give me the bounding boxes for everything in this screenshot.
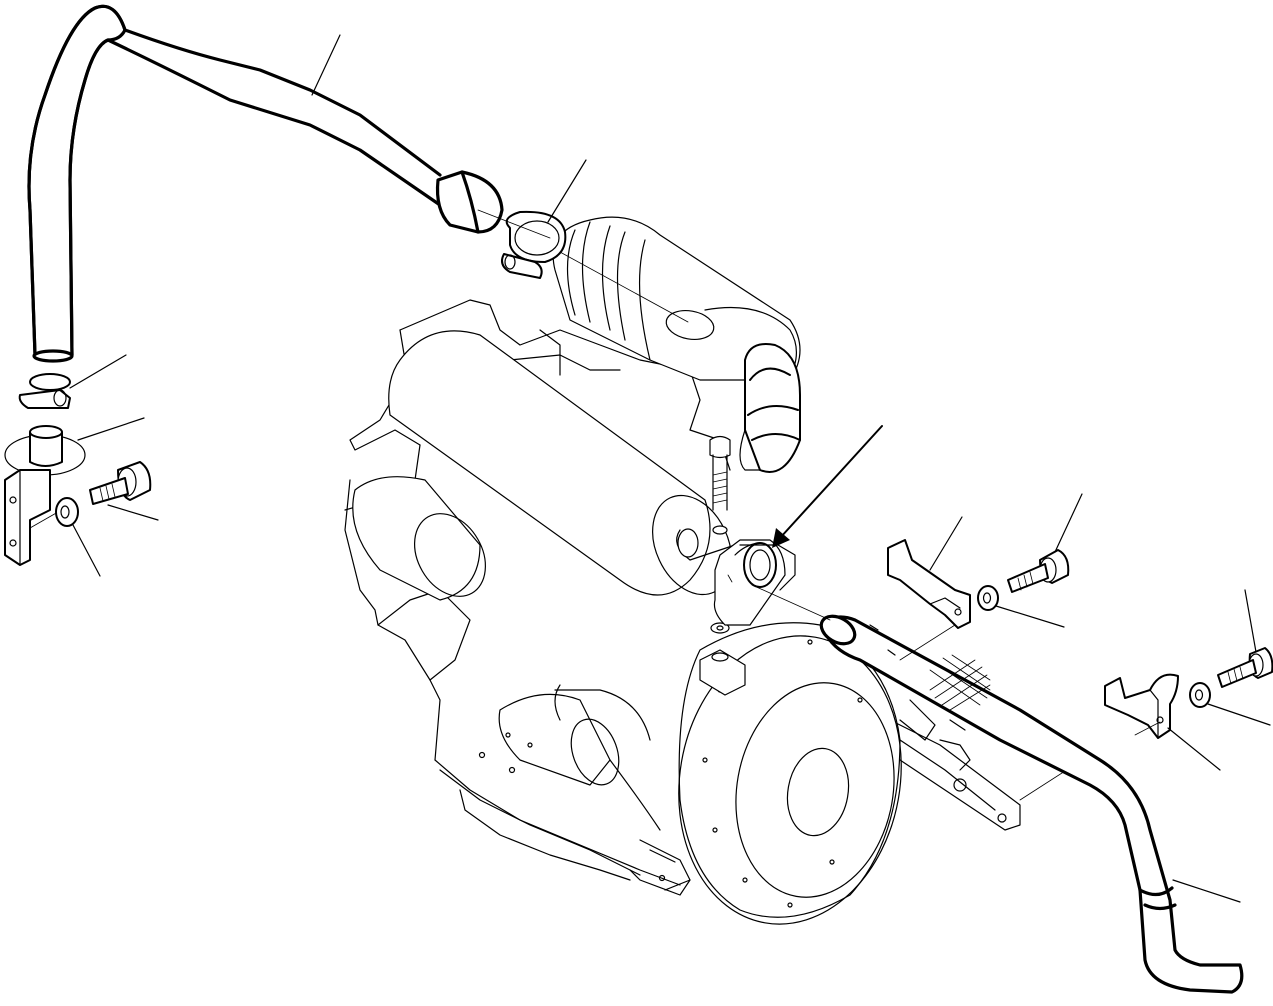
- hose-clamp-left: [18, 354, 127, 409]
- bolt-right-upper: [1007, 493, 1083, 593]
- breather-valve: [4, 417, 145, 476]
- mounting-bolt-vertical: [699, 435, 746, 696]
- flywheel-housing: [498, 622, 902, 925]
- washer-right-upper: [977, 585, 1065, 628]
- bracket-right-upper: [887, 516, 971, 661]
- lower-drain-hose: [751, 584, 1244, 994]
- pointer-arrow: [772, 425, 883, 548]
- hose-clamp-upper: [477, 159, 689, 323]
- engine-block: [344, 299, 1091, 896]
- washer-right-lower: [1189, 682, 1271, 726]
- air-cleaner: [552, 216, 801, 473]
- hose-protector-mesh: [929, 654, 991, 711]
- bracket-right-lower: [1104, 673, 1221, 771]
- bolt-right-lower: [1217, 589, 1273, 688]
- muffler: [352, 330, 736, 601]
- upper-breather-hose: [27, 4, 504, 363]
- washer-left: [55, 497, 101, 577]
- bolt-left: [89, 461, 159, 521]
- mounting-bracket-left: [4, 469, 59, 566]
- pipe-clamp-block: [713, 539, 796, 626]
